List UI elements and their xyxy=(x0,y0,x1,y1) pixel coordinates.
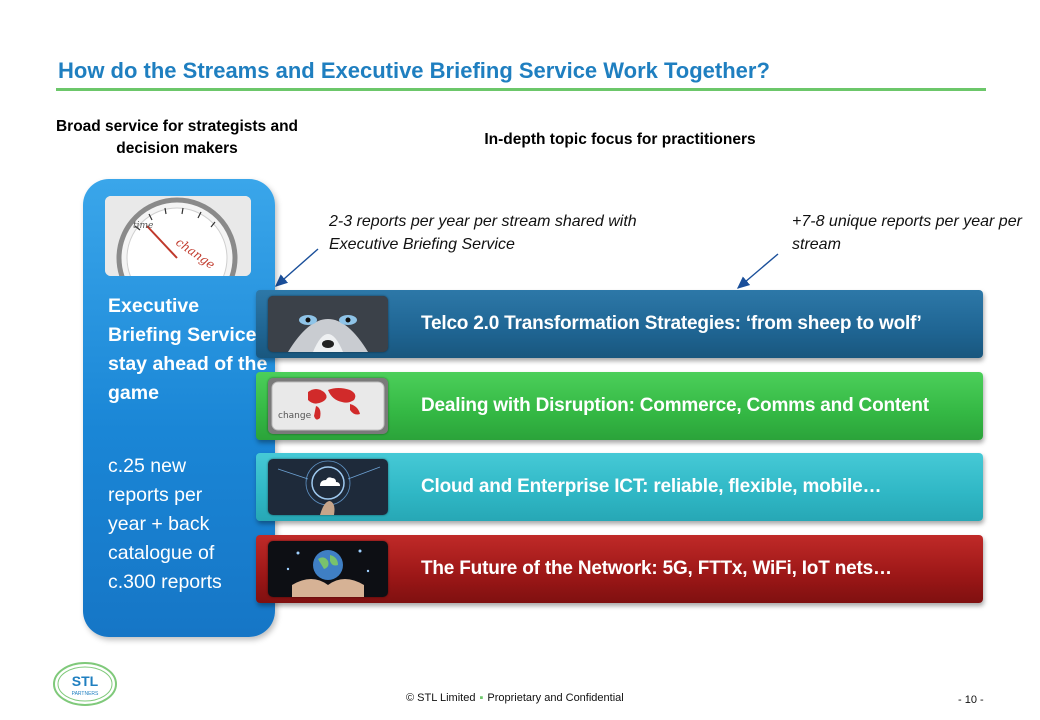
stream-disruption: change Dealing with Disruption: Commerce… xyxy=(256,372,983,440)
stream-telco-transformation: Telco 2.0 Transformation Strategies: ‘fr… xyxy=(256,290,983,358)
cloud-hand-image xyxy=(268,459,388,515)
stream-cloud-enterprise: Cloud and Enterprise ICT: reliable, flex… xyxy=(256,453,983,521)
svg-text:STL: STL xyxy=(72,673,99,689)
stl-partners-logo: STL PARTNERS xyxy=(52,661,118,707)
stream-label: Cloud and Enterprise ICT: reliable, flex… xyxy=(421,453,881,521)
stopwatch-change-image: time change xyxy=(105,196,251,276)
change-key-world-map-image: change xyxy=(268,378,388,434)
stream-label: Dealing with Disruption: Commerce, Comms… xyxy=(421,372,929,440)
stream-future-network: The Future of the Network: 5G, FTTx, WiF… xyxy=(256,535,983,603)
executive-briefing-description: c.25 new reports per year + back catalog… xyxy=(108,452,268,597)
stream-label: The Future of the Network: 5G, FTTx, WiF… xyxy=(421,535,892,603)
arrow-to-streams xyxy=(738,254,778,288)
executive-briefing-title: Executive Briefing Service: stay ahead o… xyxy=(108,292,268,408)
svg-text:PARTNERS: PARTNERS xyxy=(72,691,99,697)
wolf-eyes-image xyxy=(268,296,388,352)
copyright-text: © STL Limited xyxy=(406,692,475,704)
page-number: - 10 - xyxy=(958,694,984,706)
stream-label: Telco 2.0 Transformation Strategies: ‘fr… xyxy=(421,290,922,358)
confidential-text: Proprietary and Confidential xyxy=(487,692,623,704)
hands-globe-network-image xyxy=(268,541,388,597)
svg-text:time: time xyxy=(133,221,153,231)
footer-separator: ▪ xyxy=(479,692,483,704)
footer-copyright: © STL Limited ▪ Proprietary and Confidenti… xyxy=(406,692,624,704)
arrow-to-briefing xyxy=(276,249,318,286)
svg-text:change: change xyxy=(278,411,312,421)
